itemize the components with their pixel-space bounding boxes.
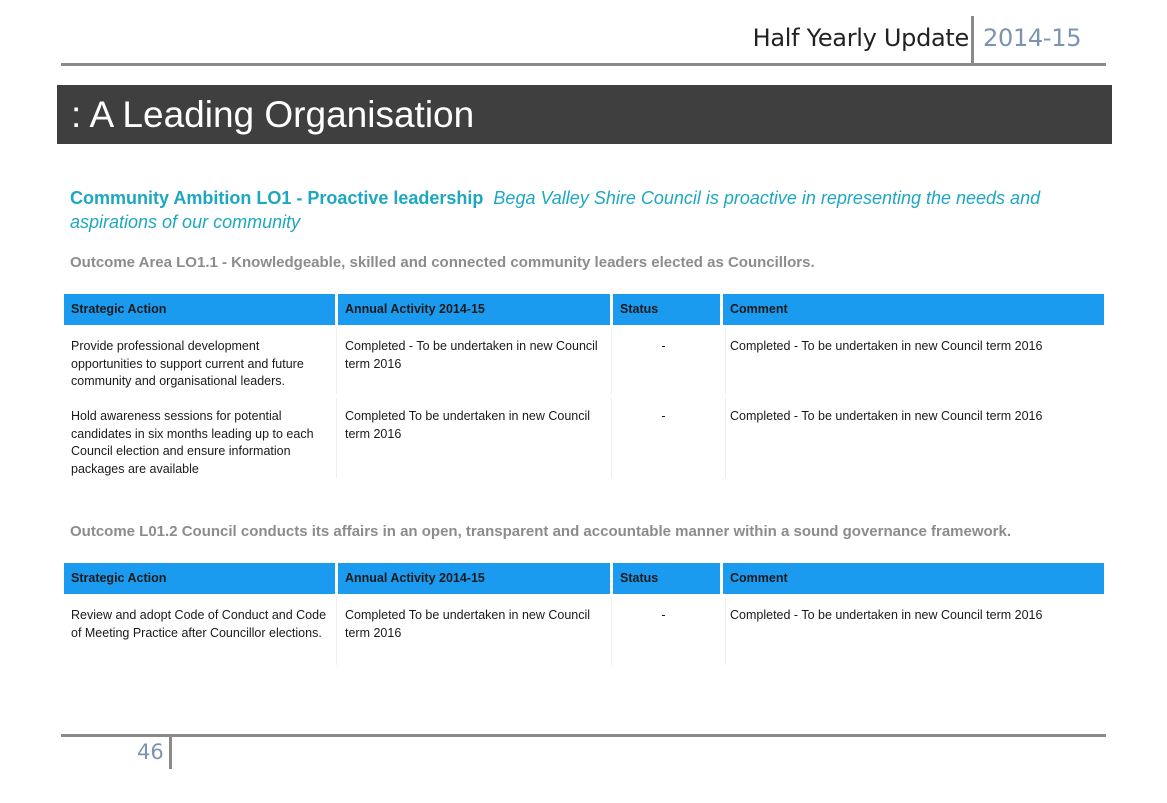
page-number: 46 — [137, 740, 164, 764]
header-comment: Comment — [723, 563, 1104, 594]
header-strategic-action: Strategic Action — [64, 563, 335, 594]
actions-table: Strategic Action Annual Activity 2014-15… — [64, 294, 1104, 478]
cell-strategic-action: Hold awareness sessions for potential ca… — [71, 409, 314, 476]
outcome-heading: Outcome Area LO1.1 - Knowledgeable, skil… — [70, 254, 815, 271]
cell-strategic-action: Review and adopt Code of Conduct and Cod… — [71, 608, 327, 640]
column-divider — [336, 398, 337, 478]
header-status: Status — [613, 294, 720, 325]
column-divider — [725, 597, 726, 665]
section-banner: : A Leading Organisation — [57, 85, 1112, 144]
section-title: : A Leading Organisation — [71, 94, 475, 135]
footer-divider — [169, 737, 172, 769]
cell-comment: Completed - To be undertaken in new Coun… — [730, 409, 1043, 423]
report-title: Half Yearly Update — [752, 24, 970, 52]
header-divider — [971, 16, 974, 64]
column-divider — [725, 328, 726, 394]
table-row: Review and adopt Code of Conduct and Cod… — [64, 597, 1104, 665]
cell-status: - — [661, 608, 666, 622]
column-divider — [611, 597, 612, 665]
column-divider — [336, 597, 337, 665]
community-ambition: Community Ambition LO1 - Proactive leade… — [70, 186, 1080, 234]
table-row: Provide professional development opportu… — [64, 328, 1104, 394]
header-strategic-action: Strategic Action — [64, 294, 335, 325]
cell-strategic-action: Provide professional development opportu… — [71, 339, 304, 388]
header-rule — [61, 63, 1106, 66]
cell-annual-activity: Completed To be undertaken in new Counci… — [345, 608, 591, 640]
cell-status: - — [661, 339, 666, 353]
header-annual-activity: Annual Activity 2014-15 — [338, 294, 610, 325]
outcome-heading: Outcome L01.2 Council conducts its affai… — [70, 523, 1012, 540]
column-divider — [336, 328, 337, 394]
cell-annual-activity: Completed To be undertaken in new Counci… — [345, 409, 591, 441]
header-annual-activity: Annual Activity 2014-15 — [338, 563, 610, 594]
ambition-title: Community Ambition LO1 - Proactive leade… — [70, 188, 484, 208]
report-year: 2014-15 — [983, 24, 1082, 52]
table-header-row: Strategic Action Annual Activity 2014-15… — [64, 563, 1104, 594]
header-comment: Comment — [723, 294, 1104, 325]
column-divider — [725, 398, 726, 478]
table-row: Hold awareness sessions for potential ca… — [64, 398, 1104, 478]
column-divider — [611, 398, 612, 478]
header-status: Status — [613, 563, 720, 594]
column-divider — [611, 328, 612, 394]
cell-comment: Completed - To be undertaken in new Coun… — [730, 339, 1043, 353]
cell-status: - — [661, 409, 666, 423]
footer-rule — [61, 734, 1106, 737]
cell-comment: Completed - To be undertaken in new Coun… — [730, 608, 1043, 622]
actions-table: Strategic Action Annual Activity 2014-15… — [64, 563, 1104, 665]
cell-annual-activity: Completed - To be undertaken in new Coun… — [345, 339, 598, 371]
ambition-description: Bega Valley Shire Council is proactive i… — [70, 188, 1041, 232]
table-header-row: Strategic Action Annual Activity 2014-15… — [64, 294, 1104, 325]
